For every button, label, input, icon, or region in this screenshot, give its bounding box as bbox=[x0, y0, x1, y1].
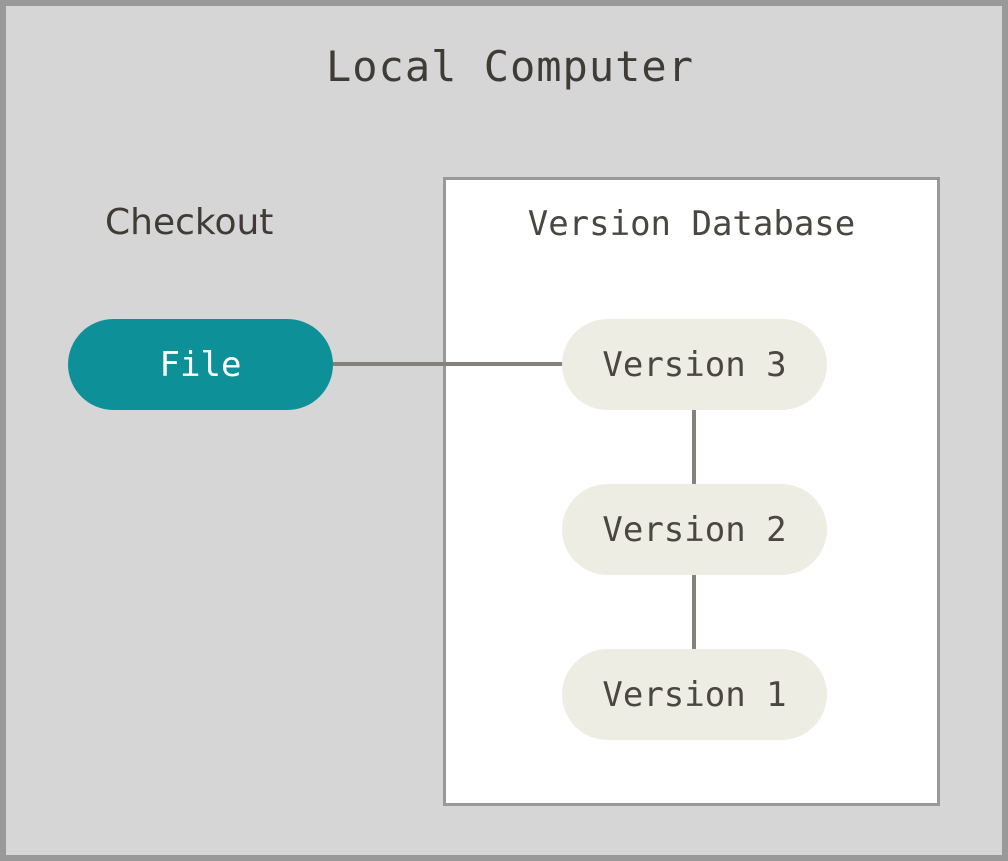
page-title: Local Computer bbox=[325, 42, 694, 91]
version-database-label: Version Database bbox=[527, 204, 856, 244]
edge-version-3-to-version-2 bbox=[692, 404, 696, 490]
checkout-section-label: Checkout bbox=[105, 202, 274, 243]
node-version-1[interactable]: Version 1 bbox=[562, 649, 827, 740]
edge-version-2-to-version-1 bbox=[692, 569, 696, 655]
node-version-2[interactable]: Version 2 bbox=[562, 484, 827, 575]
node-version-3[interactable]: Version 3 bbox=[562, 319, 827, 410]
node-file[interactable]: File bbox=[68, 319, 333, 410]
edge-file-to-version-3 bbox=[326, 362, 570, 366]
